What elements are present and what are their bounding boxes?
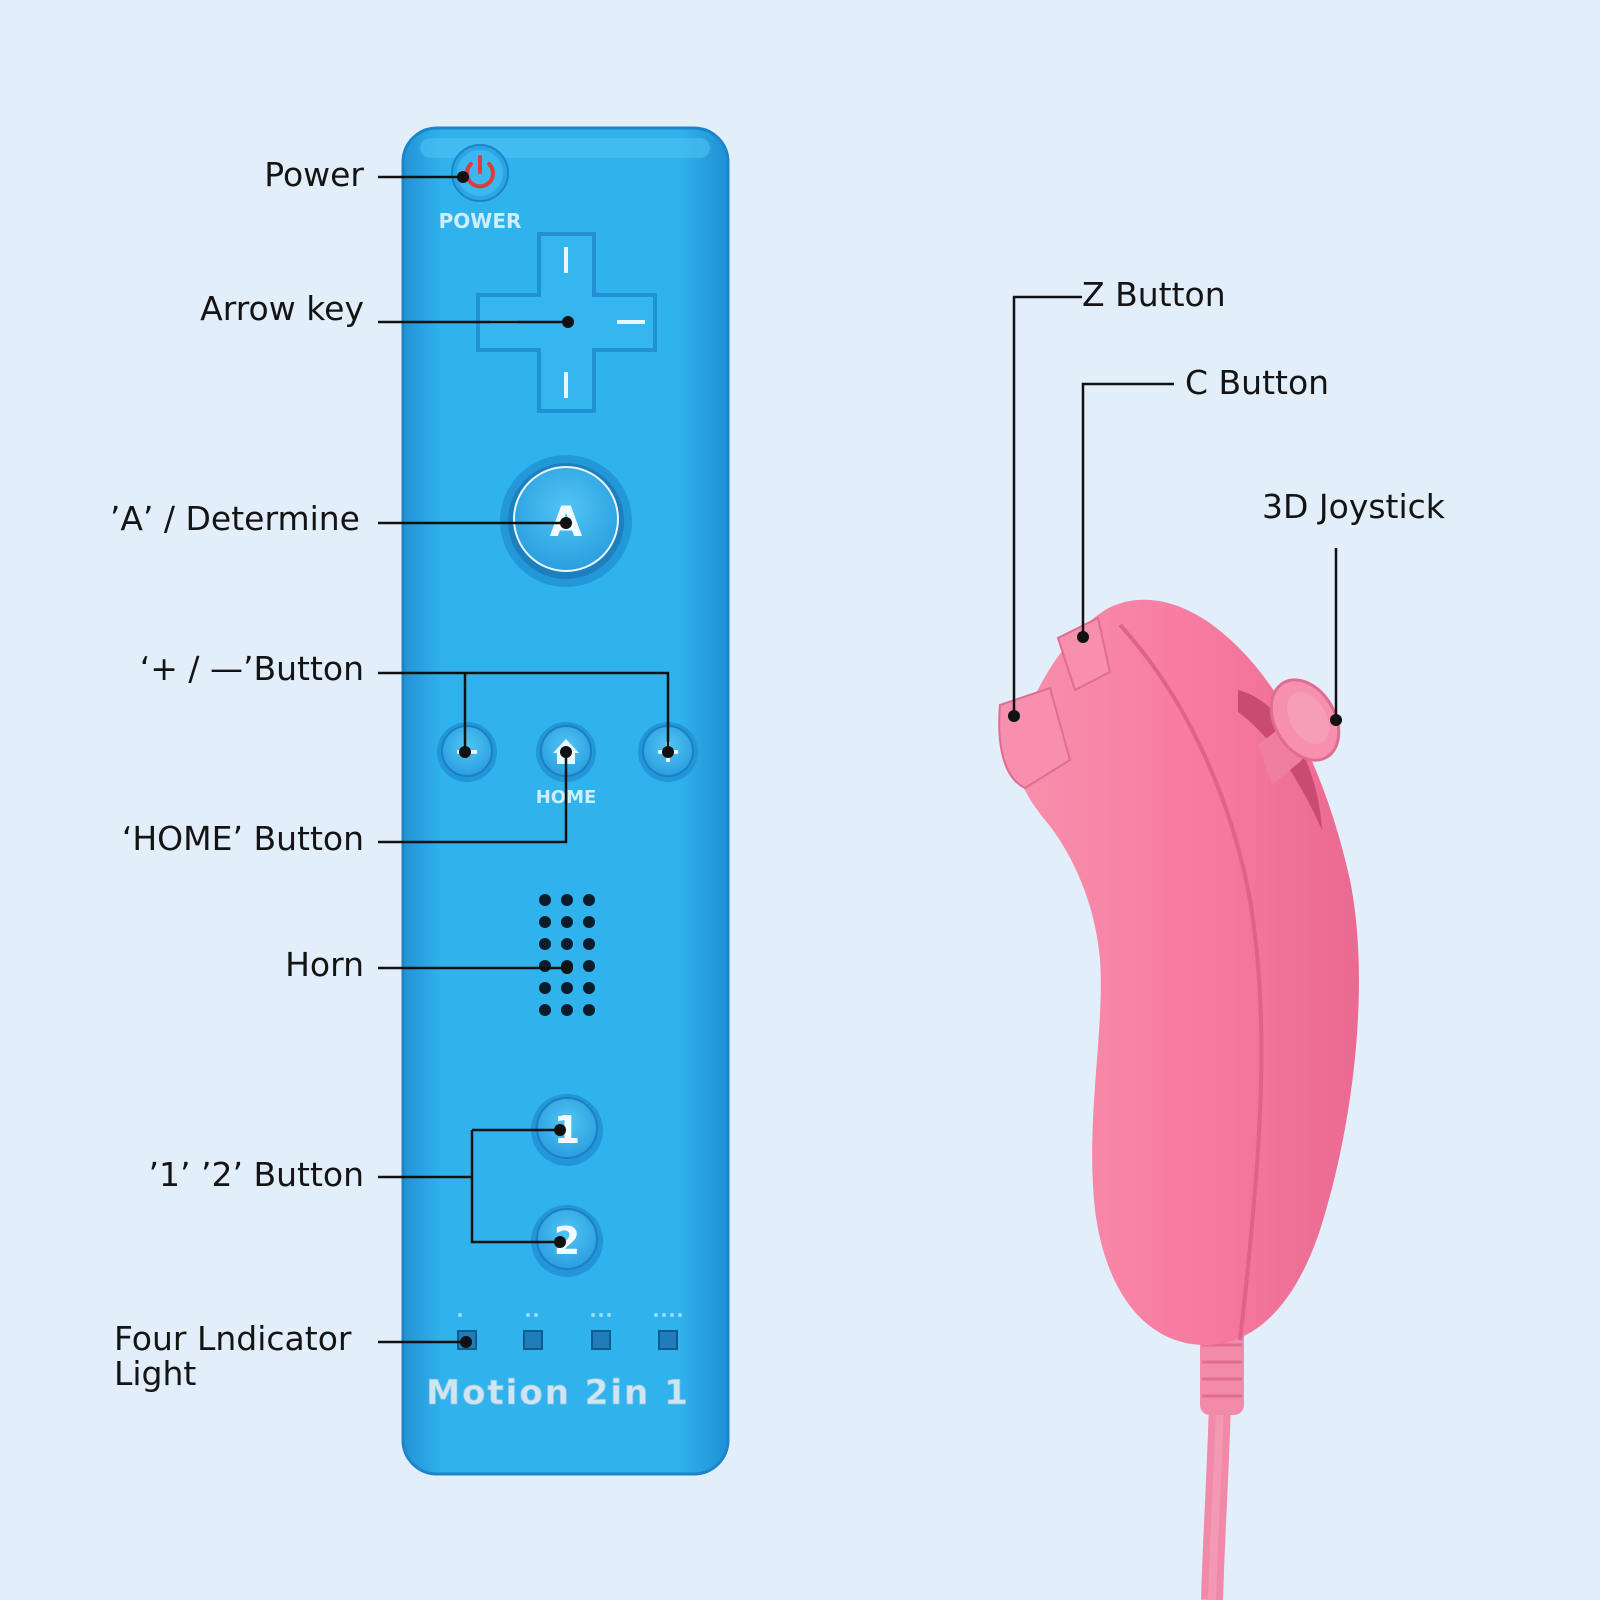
leader-dots bbox=[457, 171, 1342, 1348]
leader-lines bbox=[378, 175, 1338, 1344]
indicator-light-3 bbox=[591, 1313, 611, 1350]
label-c-button: C Button bbox=[1185, 363, 1330, 402]
label-arrow-key: Arrow key bbox=[200, 289, 364, 328]
label-joystick: 3D Joystick bbox=[1262, 487, 1445, 526]
power-icon bbox=[465, 155, 495, 189]
c-button[interactable] bbox=[1056, 616, 1112, 692]
horn-speaker bbox=[539, 894, 595, 1016]
leader-plus-minus bbox=[378, 671, 670, 752]
label-a-determine: ’A’ / Determine bbox=[109, 499, 360, 538]
nunchuk-joystick-well bbox=[1238, 690, 1322, 830]
indicator-light-2 bbox=[523, 1313, 543, 1350]
label-power: Power bbox=[264, 155, 364, 194]
nunchuk-face-edge bbox=[1118, 623, 1264, 1341]
leader-home bbox=[378, 752, 568, 844]
label-z-button: Z Button bbox=[1082, 275, 1226, 314]
label-home: ‘HOME’ Button bbox=[121, 819, 364, 858]
nunchuk-strain-relief bbox=[1200, 1325, 1244, 1415]
leader-z bbox=[1012, 295, 1082, 716]
nunchuk-body bbox=[1015, 599, 1359, 1345]
label-horn: Horn bbox=[285, 945, 364, 984]
leader-c bbox=[1081, 382, 1174, 637]
nunchuk bbox=[998, 599, 1359, 1600]
dpad-right-mark bbox=[617, 320, 645, 324]
two-button[interactable]: 2 bbox=[531, 1205, 603, 1277]
label-plus-minus: ‘+ / —’Button bbox=[139, 649, 364, 688]
dpad-up-mark bbox=[564, 247, 568, 273]
indicator-light-4 bbox=[654, 1313, 682, 1350]
brand-text: Motion 2in 1 bbox=[426, 1373, 690, 1413]
leader-one bbox=[470, 1130, 560, 1244]
dpad-down-mark bbox=[564, 372, 568, 398]
nunchuk-joystick[interactable] bbox=[1258, 668, 1353, 785]
label-four-indicator: Four Lndicator Light bbox=[114, 1319, 352, 1393]
power-text: POWER bbox=[439, 209, 522, 233]
label-one-two: ’1’ ’2’ Button bbox=[148, 1155, 364, 1194]
power-button[interactable] bbox=[451, 144, 509, 202]
